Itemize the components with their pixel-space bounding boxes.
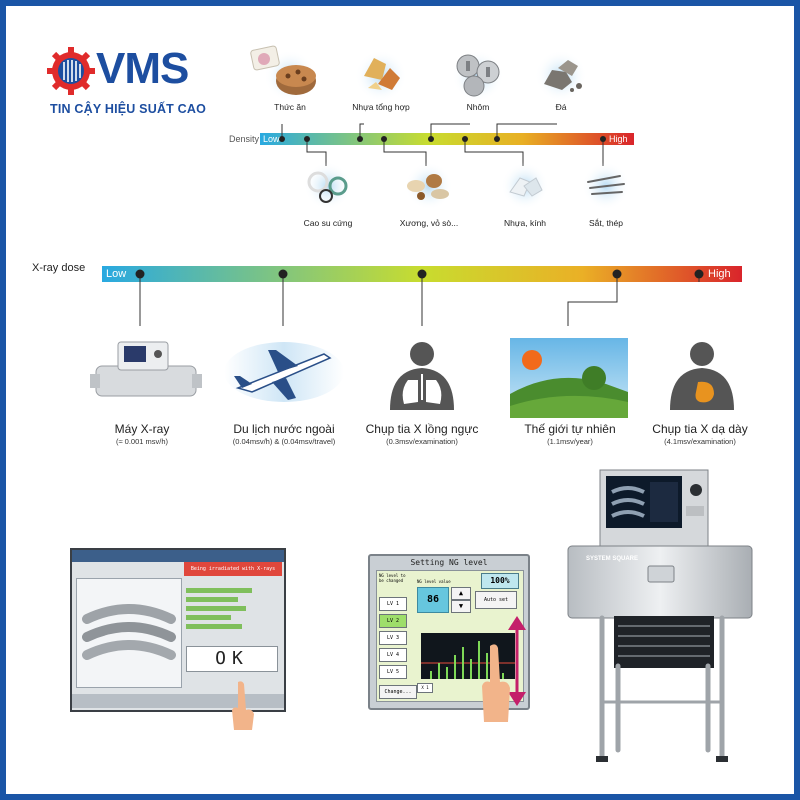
change-button[interactable]: Change... [379, 685, 417, 699]
material-label-plastic-glass: Nhựa, kính [503, 218, 547, 228]
nature-landscape-icon [510, 338, 628, 418]
level-button[interactable]: LV 3 [379, 631, 407, 645]
xray-image-panel [76, 578, 182, 688]
stomach-icon [670, 342, 734, 410]
synthetic-resin-icon [355, 50, 407, 102]
material-label-iron-steel: Sắt, thép [588, 218, 624, 228]
ng-level-header: NG level to be changed [379, 573, 406, 583]
brand-name: VMS [96, 44, 189, 93]
xray-machine-icon [90, 341, 202, 397]
bones-shells-icon [405, 162, 453, 210]
auto-set-button[interactable]: Auto set [475, 591, 517, 609]
dose-item-sub-xray-machine: (≈ 0.001 msv/h) [115, 437, 169, 446]
density-gradient-bar [260, 133, 634, 145]
inspection-result: OK [186, 646, 278, 672]
irradiation-status: Being irradiated with X-rays [184, 562, 282, 576]
aluminum-coins-icon [452, 50, 504, 102]
decrease-arrow-button[interactable]: ▼ [451, 600, 471, 613]
dose-item-label-xray-machine: Máy X-ray [114, 422, 170, 436]
dose-item-sub-nature: (1.1msv/year) [547, 437, 593, 446]
level-button[interactable]: LV 1 [379, 597, 407, 611]
rubber-rings-icon [304, 162, 352, 210]
gear-logo-icon [47, 47, 95, 95]
screen-header-bar [72, 550, 284, 562]
level-button-selected[interactable]: LV 2 [379, 614, 407, 628]
dose-high-label: High [708, 268, 731, 280]
airplane-icon [224, 342, 344, 402]
dose-item-label-stomach-xray: Chụp tia X dạ dày [652, 422, 748, 436]
density-axis-label: Density [229, 134, 260, 144]
material-label-synthetic-resin: Nhựa tổng hợp [352, 102, 410, 112]
ng-screen-title: Setting NG level [410, 558, 488, 567]
density-low-label: Low [263, 134, 280, 144]
vertical-arrows-icon [508, 616, 526, 706]
vms-logo: VMS TIN CẬY HIỆU SUẤT CAO [46, 44, 246, 124]
dose-item-sub-travel: (0.04msv/h) & (0.04msv/travel) [232, 437, 336, 446]
dose-diagram [90, 266, 742, 418]
level-list: LV 1 LV 2 LV 3 LV 4 LV 5 [379, 597, 407, 679]
xray-scan-image [82, 604, 176, 660]
material-label-stone: Đá [555, 102, 567, 112]
finger-touch-icon [482, 644, 510, 722]
dose-axis-label: X-ray dose [32, 262, 86, 274]
material-label-food: Thức ăn [274, 102, 306, 112]
infographic-frame: VMS TIN CẬY HIỆU SUẤT CAO [6, 6, 794, 794]
inspection-screen: Being irradiated with X-rays OK [70, 548, 286, 712]
screen-toolbar [72, 694, 284, 708]
ng-value-display: 86 [417, 587, 449, 613]
dose-item-label-nature: Thế giới tự nhiên [524, 422, 616, 436]
xray-inspection-machine [567, 469, 753, 762]
density-diagram [250, 45, 634, 210]
dose-item-sub-chest-xray: (0.3msv/examination) [386, 437, 458, 446]
material-label-aluminum: Nhôm [466, 102, 490, 112]
ng-percent: 100% [481, 573, 519, 589]
level-button[interactable]: LV 5 [379, 665, 407, 679]
machine-brand-label: SYSTEM SQUARE [586, 556, 639, 562]
level-bars [186, 584, 280, 642]
tagline: TIN CẬY HIỆU SUẤT CAO [50, 102, 207, 116]
dose-low-label: Low [106, 268, 127, 280]
dose-item-label-chest-xray: Chụp tia X lồng ngực [365, 422, 479, 436]
chest-lungs-icon [390, 342, 454, 410]
iron-nails-icon [582, 162, 630, 210]
food-icon [250, 45, 316, 102]
level-button[interactable]: LV 4 [379, 648, 407, 662]
material-label-bones: Xương, vỏ sò... [399, 218, 459, 228]
zoom-button[interactable]: X 1 [417, 683, 433, 693]
material-label-rubber: Cao su cứng [303, 218, 353, 228]
dose-item-label-travel: Du lịch nước ngoài [233, 422, 335, 436]
finger-pointer-icon [232, 681, 254, 730]
dose-item-sub-stomach-xray: (4.1msv/examination) [664, 437, 736, 446]
increase-arrow-button[interactable]: ▲ [451, 587, 471, 600]
stones-icon [535, 50, 587, 102]
ng-value-header: NG level value [417, 579, 451, 584]
plastic-glass-icon [501, 162, 549, 210]
density-high-label: High [609, 134, 628, 144]
